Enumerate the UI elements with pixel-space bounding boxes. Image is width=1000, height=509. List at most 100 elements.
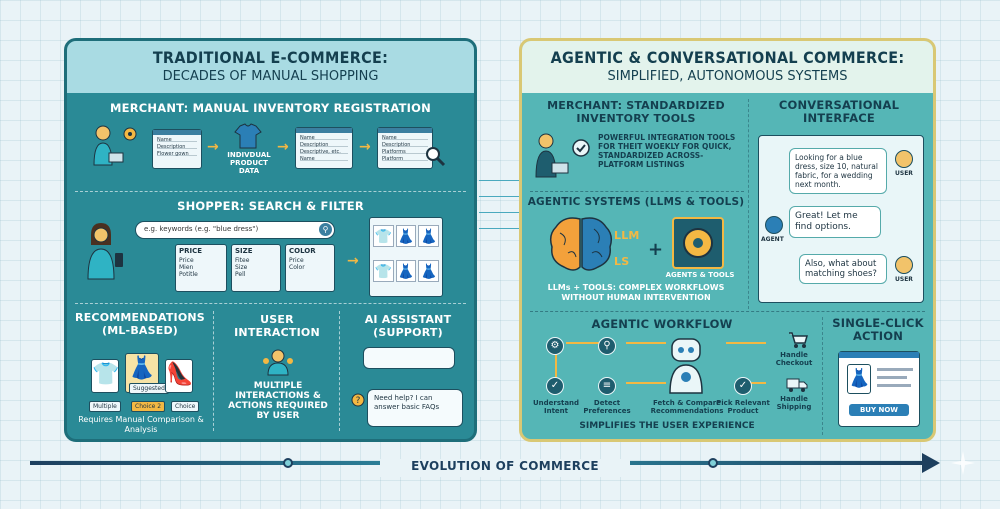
user-avatar	[895, 256, 913, 274]
workflow-footer: SIMPLIFIES THE USER EXPERIENCE	[579, 421, 755, 431]
product-thumb[interactable]: 👕	[373, 225, 394, 247]
agentic-commerce-panel: AGENTIC & CONVERSATIONAL COMMERCE: SIMPL…	[519, 38, 936, 442]
gear-check-icon	[572, 139, 590, 157]
color-filter[interactable]: COLOR Price Color	[285, 244, 335, 292]
product-data-caption: INDIVDUAL PRODUCT DATA	[227, 151, 271, 175]
product-form-1: Name Description Flower gown	[152, 129, 202, 169]
check-icon: ✓	[546, 377, 564, 395]
workflow-title: AGENTIC WORKFLOW	[591, 317, 733, 331]
agents-tools-box	[672, 217, 724, 269]
agent-message: Great! Let me find options.	[789, 206, 881, 238]
single-click-title: SINGLE-CLICK ACTION	[832, 316, 924, 343]
product-thumb[interactable]: 👗	[395, 225, 417, 247]
assistant-title: AI ASSISTANT (SUPPORT)	[364, 313, 452, 339]
left-panel-subtitle: DECADES OF MANUAL SHOPPING	[162, 69, 379, 84]
brain-icon	[549, 217, 613, 271]
product-results-grid: 👕 👗 👗 👕 👗 👗	[369, 217, 443, 297]
section-divider	[822, 317, 823, 435]
product-thumb[interactable]: 👗	[418, 225, 439, 247]
section-divider	[75, 191, 466, 192]
product-card[interactable]: 👠	[165, 359, 193, 393]
users-icon	[263, 349, 293, 376]
connector-line	[479, 212, 519, 213]
gear-icon	[123, 127, 137, 141]
product-thumb[interactable]: 👕	[373, 260, 394, 282]
chat-bubble-empty	[363, 347, 455, 369]
section-divider	[75, 303, 466, 304]
arrow-right-icon: →	[359, 139, 371, 155]
agent-label: AGENT	[761, 236, 784, 243]
help-icon: ?	[351, 393, 365, 407]
connector-line	[479, 196, 519, 197]
robot-agent-icon	[669, 338, 703, 394]
workflow-step: Understand Intent	[532, 399, 580, 415]
user-message-2: Also, what about matching shoes?	[799, 254, 887, 284]
product-thumb[interactable]: 👗	[395, 260, 417, 282]
right-panel-subtitle: SIMPLIFIED, AUTONOMOUS SYSTEMS	[607, 69, 848, 84]
user-avatar	[895, 150, 913, 168]
right-merchant-title: MERCHANT: STANDARDIZED INVENTORY TOOLS	[547, 99, 725, 125]
truck-icon	[786, 378, 808, 392]
arrow-right-icon: →	[207, 139, 219, 155]
left-panel-header: TRADITIONAL E-COMMERCE: DECADES OF MANUA…	[67, 41, 474, 93]
agentic-systems-title: AGENTIC SYSTEMS (LLMS & TOOLS)	[527, 196, 745, 208]
workflow-step: Pick Relevant Product	[716, 399, 770, 415]
section-divider	[748, 99, 749, 309]
right-panel-title: AGENTIC & CONVERSATIONAL COMMERCE:	[550, 48, 905, 67]
assistant-bubble: Need help? I can answer basic FAQs	[367, 389, 463, 427]
plus-sign: +	[648, 239, 664, 260]
agent-avatar	[765, 216, 783, 234]
interaction-title: USER INTERACTION	[234, 313, 320, 339]
size-filter[interactable]: SIZE Fitee Size Pell	[231, 244, 281, 292]
agents-tools-label: AGENTS & TOOLS	[665, 271, 735, 279]
section-divider	[530, 311, 925, 312]
shopper-person-icon	[87, 223, 123, 280]
right-panel-header: AGENTIC & CONVERSATIONAL COMMERCE: SIMPL…	[522, 41, 933, 93]
buy-now-button[interactable]: BUY NOW	[849, 404, 909, 416]
search-input[interactable]: e.g. keywords (e.g. "blue dress") ⚲	[135, 221, 335, 239]
workflow-step: Handle Shipping	[776, 395, 812, 411]
chat-window: Looking for a blue dress, size 10, natur…	[758, 135, 924, 303]
product-form-2: Name Description Descriptive, etc. Name	[295, 127, 353, 169]
section-divider	[339, 311, 340, 431]
arrow-right-icon	[922, 453, 940, 473]
section-divider	[530, 191, 744, 192]
workflow-step: Fetch & Compare Recommendations	[650, 399, 724, 415]
sliders-icon: ≡	[598, 377, 616, 395]
magnifier-icon	[426, 147, 446, 167]
workflow-step: Detect Preferences	[583, 399, 631, 415]
price-filter[interactable]: PRICE Price Mien Potitle	[175, 244, 227, 292]
ls-label: LS	[614, 255, 630, 268]
connector-line	[479, 180, 519, 181]
merchant-person-icon	[535, 133, 569, 178]
choice-tag[interactable]: Choice 2	[131, 401, 166, 412]
shirt-icon	[234, 123, 262, 149]
product-card[interactable]: 👕	[91, 359, 119, 393]
recommendations-note: Requires Manual Comparison & Analysis	[78, 415, 204, 434]
product-thumb[interactable]: 👗	[418, 260, 439, 282]
product-page-window: 👗 BUY NOW	[838, 351, 920, 427]
user-label: USER	[895, 276, 913, 283]
user-label: USER	[895, 170, 913, 177]
product-form-3: Name Description Platforms Platform	[377, 127, 433, 169]
search-icon[interactable]: ⚲	[319, 223, 332, 236]
left-merchant-title: MERCHANT: MANUAL INVENTORY REGISTRATION	[110, 101, 431, 115]
timeline-dot	[283, 458, 293, 468]
suggested-tag: Suggested	[129, 383, 169, 394]
conversational-title: CONVERSATIONAL INTERFACE	[778, 98, 900, 125]
section-divider	[213, 311, 214, 431]
product-thumb: 👗	[847, 364, 871, 394]
connector-line	[479, 228, 519, 229]
arrow-right-icon: →	[277, 139, 289, 155]
recommendations-title: RECOMMENDATIONS (ML-BASED)	[75, 311, 205, 337]
choice-tag[interactable]: Choice	[171, 401, 200, 412]
timeline-dot	[708, 458, 718, 468]
interaction-body: MULTIPLE INTERACTIONS & ACTIONS REQUIRED…	[228, 381, 328, 421]
cart-icon	[789, 332, 808, 348]
left-panel-title: TRADITIONAL E-COMMERCE:	[152, 48, 389, 67]
workflow-step: Handle Checkout	[775, 351, 813, 367]
sparkle-icon	[951, 451, 975, 475]
choice-tag[interactable]: Multiple	[89, 401, 121, 412]
arrow-right-icon: →	[347, 253, 359, 269]
right-merchant-body: POWERFUL INTEGRATION TOOLS FOR THEIT WOE…	[598, 133, 736, 169]
